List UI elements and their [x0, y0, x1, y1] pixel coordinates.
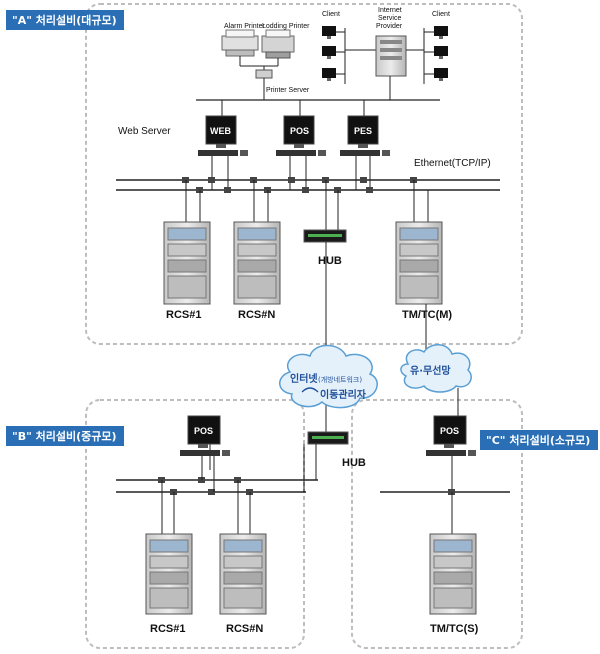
logging-printer-icon [261, 29, 295, 59]
client-right-monitor-3 [434, 68, 448, 81]
hub-a-icon [303, 229, 347, 243]
tmtc-m-label: TM/TC(M) [402, 309, 452, 321]
printer-server-label: Printer Server [266, 87, 310, 94]
wired-wireless-label: 유·무선망 [410, 364, 451, 377]
mobile-arrow-icon [301, 387, 319, 393]
client-right-label: Client [432, 11, 450, 18]
pos-b-screen-label: POS [194, 426, 213, 436]
rcsn-b-label: RCS#N [226, 623, 263, 635]
tmtc-s-label: TM/TC(S) [430, 623, 479, 635]
mobile-manager-label: 이동관리자 [320, 388, 367, 401]
web-server-label: Web Server [118, 126, 171, 137]
logging-printer-label: Lodding Printer [262, 23, 310, 30]
hub-b-label: HUB [342, 457, 366, 469]
pes-workstation [340, 115, 390, 156]
zone-b-tag-label: "B" 처리설비(중규모) [12, 429, 117, 443]
isp-label-1: Internet [378, 7, 402, 14]
client-left-monitor-3 [322, 68, 336, 81]
client-left-monitor-2 [322, 46, 336, 59]
internet-main-label: 인터넷 [290, 372, 318, 385]
client-left-label: Client [322, 11, 340, 18]
internet-cloud [279, 344, 378, 409]
printer-server-icon [255, 69, 273, 79]
client-right-monitor-1 [434, 26, 448, 39]
web-screen-label: WEB [210, 126, 231, 136]
rcsn-a-cabinet [233, 221, 281, 305]
hub-b-icon [307, 431, 349, 445]
zone-c-border [351, 399, 523, 649]
pos-workstation-a [276, 115, 326, 156]
rcs1-a-label: RCS#1 [166, 309, 201, 321]
isp-label-2: Service [378, 15, 401, 22]
isp-server-icon [375, 35, 407, 77]
alarm-printer-icon [221, 29, 259, 57]
client-right-monitor-2 [434, 46, 448, 59]
rcsn-a-label: RCS#N [238, 309, 275, 321]
zone-b-border [85, 399, 305, 649]
rcs1-b-label: RCS#1 [150, 623, 185, 635]
ethernet-label: Ethernet(TCP/IP) [414, 158, 491, 169]
pos-workstation-c [426, 415, 476, 456]
rcsn-b-cabinet [219, 533, 267, 615]
wired-wireless-cloud [400, 344, 472, 393]
zone-c-tag-label: "C" 처리설비(소규모) [486, 433, 590, 447]
isp-label-3: Provider [376, 23, 403, 30]
zone-a-tag-label: "A" 처리설비(대규모) [12, 13, 117, 27]
client-left-monitor-1 [322, 26, 336, 39]
pos-screen-label: POS [290, 126, 309, 136]
zone-b-tag [6, 426, 124, 446]
tmtc-s-cabinet [429, 533, 477, 615]
pes-screen-label: PES [354, 126, 372, 136]
zone-a-tag [6, 10, 124, 30]
zone-c-tag [480, 430, 598, 450]
pos-workstation-b [180, 415, 230, 456]
internet-sub-label: (개방네트워크) [318, 375, 362, 384]
tmtc-m-cabinet [395, 221, 443, 305]
pos-c-screen-label: POS [440, 426, 459, 436]
rcs1-b-cabinet [145, 533, 193, 615]
rcs1-a-cabinet [163, 221, 211, 305]
web-workstation [198, 115, 248, 156]
alarm-printer-label: Alarm Printer [224, 23, 266, 30]
hub-a-label: HUB [318, 255, 342, 267]
zone-a-border [85, 3, 523, 345]
